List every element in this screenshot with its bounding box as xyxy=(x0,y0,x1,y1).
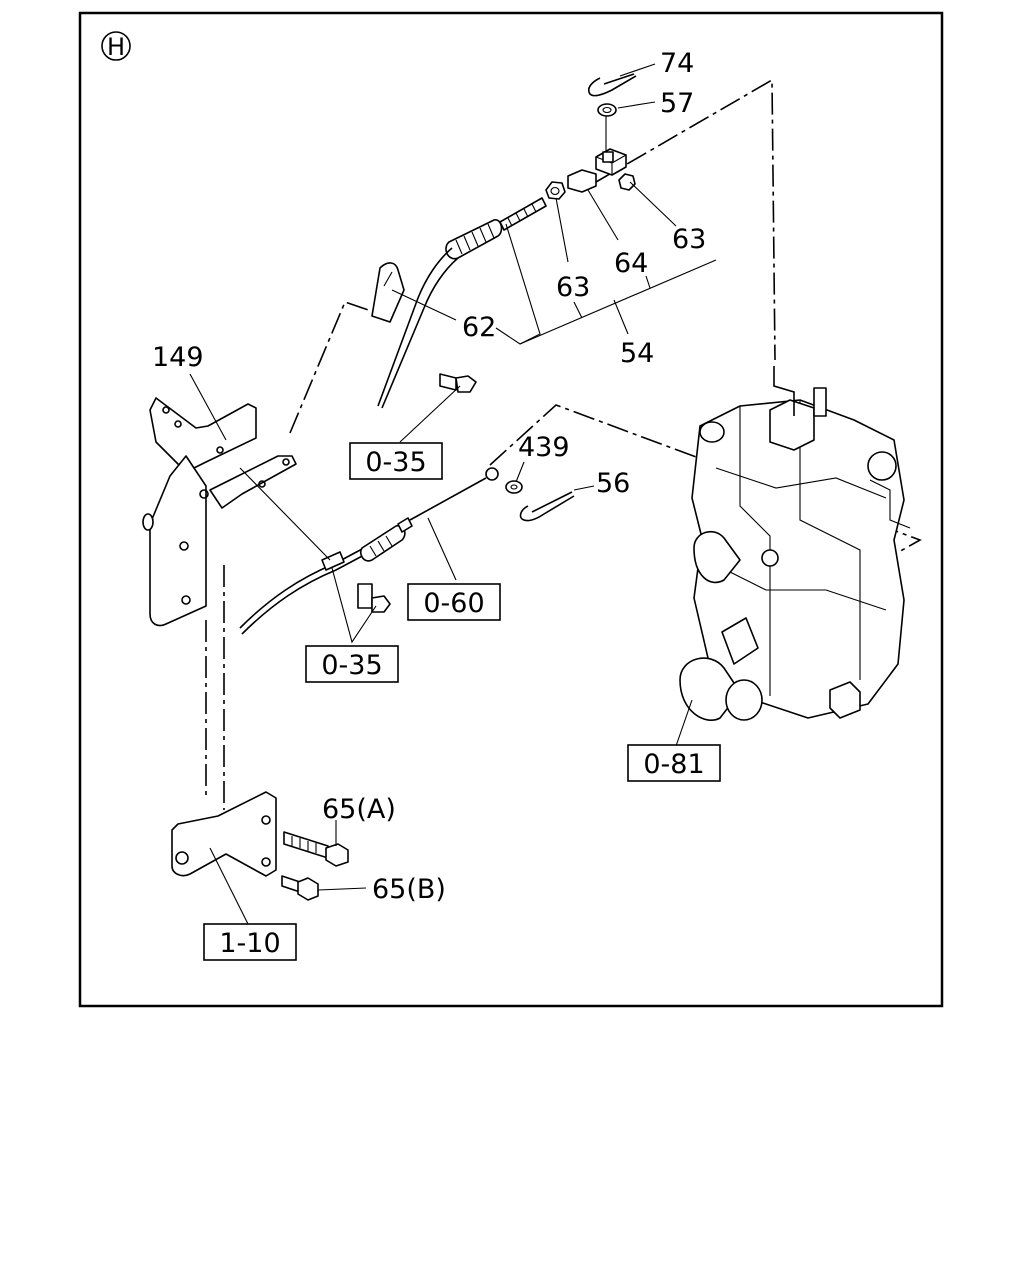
ref-box-0-81-text: 0-81 xyxy=(643,749,704,780)
label-54: 54 xyxy=(620,338,654,369)
bolt-65a xyxy=(283,831,349,867)
ref-box-0-81[interactable]: 0-81 xyxy=(627,744,721,782)
label-63-right: 63 xyxy=(672,224,706,255)
ref-box-0-60[interactable]: 0-60 xyxy=(407,583,501,621)
label-56: 56 xyxy=(596,468,630,499)
pedal-bracket-149 xyxy=(142,397,297,627)
label-65a: 65(A) xyxy=(322,794,396,825)
ref-box-1-10-text: 1-10 xyxy=(219,928,280,959)
label-63-left: 63 xyxy=(556,272,590,303)
label-74: 74 xyxy=(660,48,694,79)
section-marker-letter: H xyxy=(107,33,125,61)
label-62: 62 xyxy=(462,312,496,343)
clip-bracket-64 xyxy=(567,169,597,193)
nut-63-right xyxy=(618,173,636,191)
transmission xyxy=(679,366,911,721)
label-64: 64 xyxy=(614,248,648,279)
ref-box-0-35-top[interactable]: 0-35 xyxy=(349,442,443,480)
mount-block xyxy=(595,148,627,176)
bolt-65b xyxy=(281,875,319,901)
bottom-bracket xyxy=(171,791,277,877)
leader-lines xyxy=(189,63,717,925)
ref-box-1-10[interactable]: 1-10 xyxy=(203,923,297,961)
label-149: 149 xyxy=(152,342,204,373)
washer-57 xyxy=(597,103,617,117)
ref-box-0-35-bottom[interactable]: 0-35 xyxy=(305,645,399,683)
clip-pin-74 xyxy=(587,73,637,97)
shift-cable-lower xyxy=(239,373,499,635)
diagram-frame xyxy=(78,11,944,1008)
cable-assembly-54 xyxy=(371,73,637,409)
washer-439 xyxy=(505,480,523,494)
clip-pin-56 xyxy=(519,491,575,522)
label-57: 57 xyxy=(660,88,694,119)
ref-box-0-35-bottom-text: 0-35 xyxy=(321,650,382,681)
section-marker: H xyxy=(101,31,131,61)
label-65b: 65(B) xyxy=(372,874,446,905)
ref-box-0-60-text: 0-60 xyxy=(423,588,484,619)
cable-end-clip-62 xyxy=(371,262,405,323)
nut-63-left xyxy=(545,181,566,200)
ref-box-0-35-top-text: 0-35 xyxy=(365,447,426,478)
label-439: 439 xyxy=(518,432,570,463)
